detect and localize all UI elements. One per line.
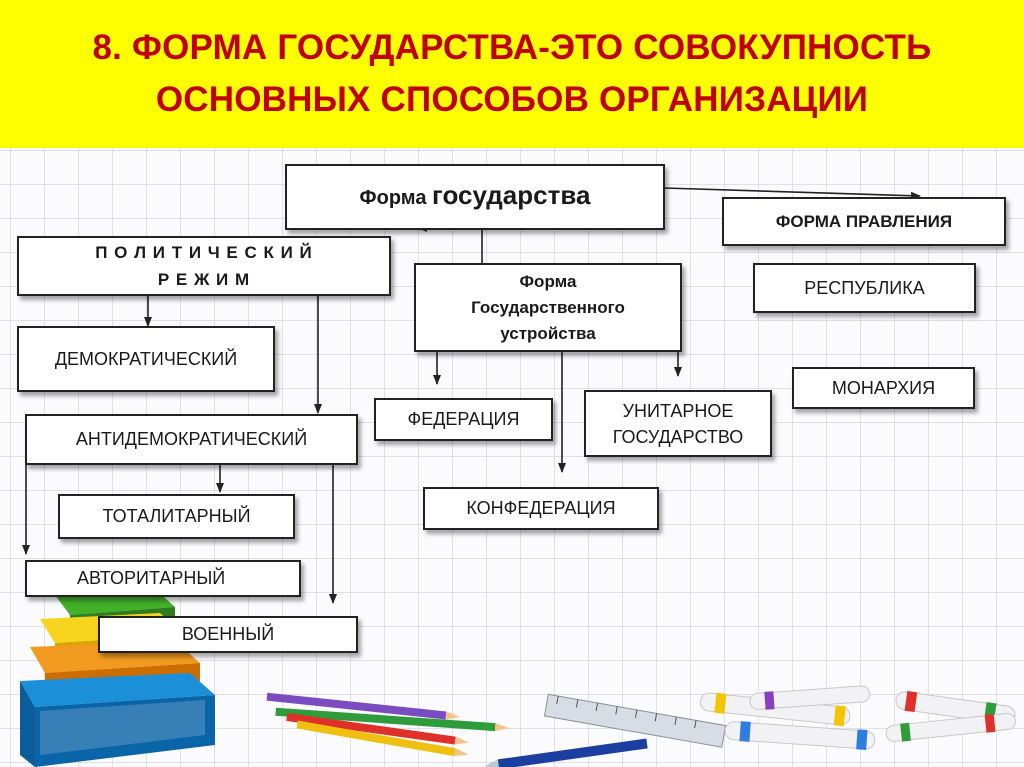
unitary-state-box: УНИТАРНОЕ ГОСУДАРСТВО	[584, 390, 772, 457]
root-prefix: Форма	[359, 187, 432, 209]
authoritarian-label: АВТОРИТАРНЫЙ	[77, 568, 226, 588]
democratic-label: ДЕМОКРАТИЧЕСКИЙ	[54, 348, 238, 369]
totalitarian-box: ТОТАЛИТАРНЫЙ	[58, 494, 295, 539]
federation-label: ФЕДЕРАЦИЯ	[407, 409, 520, 429]
slide-title: 8. ФОРМА ГОСУДАРСТВА-ЭТО СОВОКУПНОСТЬ ОС…	[92, 28, 932, 119]
root-box: Форма государства	[285, 164, 665, 230]
military-box: ВОЕННЫЙ	[98, 616, 358, 653]
confederation-box: КОНФЕДЕРАЦИЯ	[423, 487, 659, 530]
monarchy-label: МОНАРХИЯ	[831, 377, 936, 398]
state-structure-label: Форма Государственного устройства	[471, 271, 625, 343]
government-form-label: ФОРМА ПРАВЛЕНИЯ	[775, 212, 953, 231]
title-banner: 8. ФОРМА ГОСУДАРСТВА-ЭТО СОВОКУПНОСТЬ ОС…	[0, 0, 1024, 148]
books-illustration	[20, 589, 215, 767]
root-main: государства	[432, 180, 591, 210]
state-structure-box: Форма Государственного устройства	[414, 263, 682, 352]
antidemocratic-box: АНТИДЕМОКРАТИЧЕСКИЙ	[25, 414, 358, 465]
republic-box: РЕСПУБЛИКА	[753, 263, 976, 313]
republic-label: РЕСПУБЛИКА	[804, 277, 925, 298]
totalitarian-label: ТОТАЛИТАРНЫЙ	[102, 506, 251, 526]
government-form-box: ФОРМА ПРАВЛЕНИЯ	[722, 197, 1006, 246]
authoritarian-box: АВТОРИТАРНЫЙ	[25, 560, 301, 597]
political-regime-box: П О Л И Т И Ч Е С К И Й Р Е Ж И М	[17, 236, 391, 296]
stationery-illustration	[266, 685, 1016, 767]
antidemocratic-label: АНТИДЕМОКРАТИЧЕСКИЙ	[75, 429, 308, 449]
political-regime-label: П О Л И Т И Ч Е С К И Й Р Е Ж И М	[95, 243, 313, 289]
confederation-label: КОНФЕДЕРАЦИЯ	[466, 498, 616, 518]
military-label: ВОЕННЫЙ	[181, 624, 275, 644]
monarchy-box: МОНАРХИЯ	[792, 367, 975, 409]
federation-box: ФЕДЕРАЦИЯ	[374, 398, 553, 441]
democratic-box: ДЕМОКРАТИЧЕСКИЙ	[17, 326, 275, 392]
unitary-state-label: УНИТАРНОЕ ГОСУДАРСТВО	[612, 400, 744, 447]
